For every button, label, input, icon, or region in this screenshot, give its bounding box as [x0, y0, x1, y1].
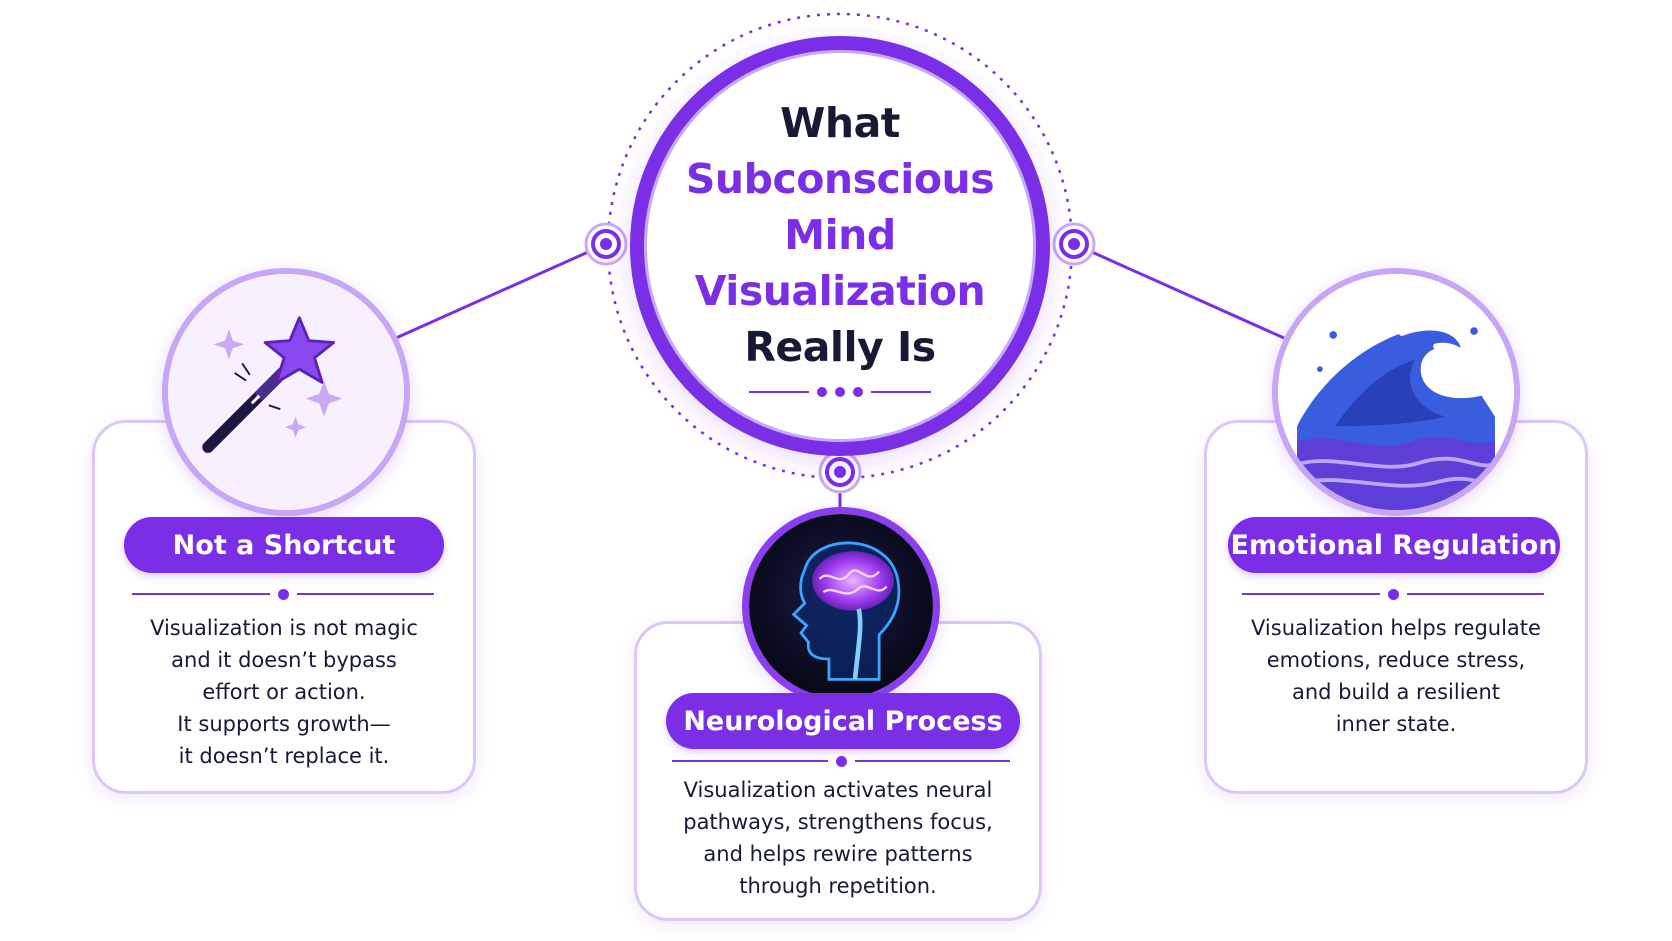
card-title-neurological-process: Neurological Process [666, 693, 1020, 749]
description-line: emotions, reduce stress, [1266, 648, 1526, 672]
description-line: Visualization activates neural [683, 778, 993, 802]
description-line: inner state. [1335, 712, 1457, 736]
hub-title-line-1: What [780, 99, 900, 147]
card-title-not-a-shortcut: Not a Shortcut [124, 517, 444, 573]
description-line: pathways, strengthens focus, [683, 810, 993, 834]
connector-left [395, 242, 607, 340]
hub-title-line-4: Visualization [694, 267, 986, 315]
connector-right [1073, 242, 1285, 340]
hub-title-line-3: Mind [784, 211, 896, 259]
description-line: through repetition. [739, 874, 937, 898]
description-line: Visualization is not magic [150, 616, 418, 640]
description-line: it doesn’t replace it. [178, 744, 390, 768]
card-separator-center [672, 755, 1010, 767]
card-description-neurological-process: Visualization activates neural pathways,… [644, 774, 1032, 902]
card-title-emotional-regulation: Emotional Regulation [1228, 517, 1560, 573]
hub-title-line-2: Subconscious [685, 155, 995, 203]
node-left [584, 222, 628, 266]
description-line: effort or action. [202, 680, 366, 704]
hub-title-line-5: Really Is [744, 323, 936, 371]
card-description-emotional-regulation: Visualization helps regulate emotions, r… [1224, 612, 1568, 740]
description-line: and it doesn’t bypass [171, 648, 397, 672]
description-line: It supports growth— [177, 712, 391, 736]
ocean-wave-icon [1272, 268, 1520, 516]
brain-head-icon [742, 507, 940, 705]
card-description-not-a-shortcut: Visualization is not magic and it doesn’… [112, 612, 456, 772]
magic-wand-icon [162, 268, 410, 516]
node-bottom [818, 450, 862, 494]
description-line: and build a resilient [1291, 680, 1501, 704]
description-line: and helps rewire patterns [703, 842, 973, 866]
hub-title-circle: What Subconscious Mind Visualization Rea… [630, 36, 1050, 456]
card-separator-left [132, 588, 434, 600]
description-line: Visualization helps regulate [1251, 616, 1541, 640]
card-separator-right [1242, 588, 1544, 600]
hub-divider [749, 387, 931, 397]
node-right [1052, 222, 1096, 266]
card-not-a-shortcut [92, 420, 476, 794]
